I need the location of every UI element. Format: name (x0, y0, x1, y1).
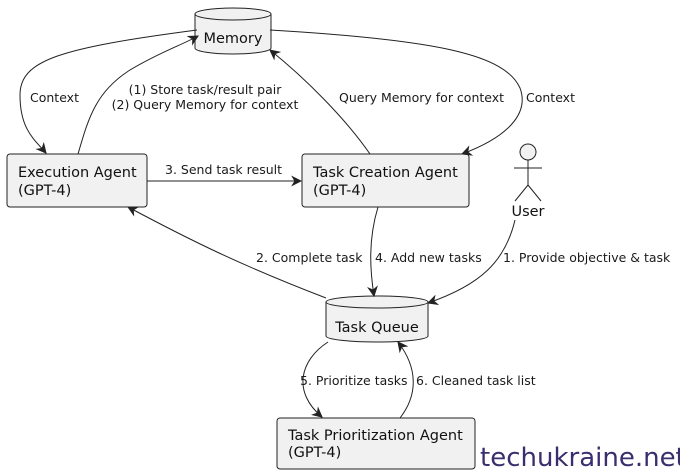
edge-execution-to-memory (77, 35, 199, 155)
edge-label-provide-objective: 1. Provide objective & task (503, 250, 671, 265)
edge-creation-to-memory (269, 49, 371, 155)
user-label: User (511, 204, 544, 220)
edge-prioritization-to-queue (397, 341, 414, 419)
task-creation-agent-node[interactable]: Task Creation Agent (GPT-4) (301, 153, 470, 208)
edge-label-send-task-result: 3. Send task result (165, 162, 282, 177)
user-actor[interactable]: User (511, 143, 545, 220)
task-prioritization-agent-title: Task Prioritization Agent (287, 428, 463, 444)
task-creation-agent-title: Task Creation Agent (312, 165, 458, 181)
edge-creation-to-queue (367, 206, 379, 298)
stick-figure-icon (514, 143, 542, 202)
edge-user-to-queue (426, 219, 516, 305)
edge-memory-to-execution (19, 29, 198, 154)
edge-label-complete-task: 2. Complete task (256, 250, 363, 265)
watermark-text: techukraine.net (480, 443, 680, 473)
task-queue-node[interactable]: Task Queue (325, 295, 429, 343)
execution-agent-model: (GPT-4) (18, 183, 71, 199)
task-queue-label: Task Queue (334, 320, 419, 336)
edge-label-store-task: (1) Store task/result pair (129, 82, 283, 97)
execution-agent-node[interactable]: Execution Agent (GPT-4) (6, 153, 148, 208)
execution-agent-title: Execution Agent (18, 165, 137, 181)
edge-label-context-left: Context (30, 90, 79, 105)
memory-label: Memory (204, 31, 263, 47)
edge-label-prioritize-tasks: 5. Prioritize tasks (300, 373, 408, 388)
edge-label-add-new-tasks: 4. Add new tasks (375, 250, 482, 265)
edge-queue-to-prioritization (302, 341, 329, 418)
edge-label-cleaned-task-list: 6. Cleaned task list (416, 373, 536, 388)
task-prioritization-agent-model: (GPT-4) (288, 445, 341, 461)
task-creation-agent-model: (GPT-4) (313, 183, 366, 199)
edge-queue-to-execution (127, 206, 327, 299)
edge-memory-to-creation (269, 29, 523, 156)
edge-label-context-right: Context (526, 90, 575, 105)
memory-node[interactable]: Memory (194, 7, 272, 55)
edge-label-query-memory-right: Query Memory for context (339, 90, 504, 105)
edge-label-query-memory-left: (2) Query Memory for context (112, 97, 299, 112)
task-prioritization-agent-node[interactable]: Task Prioritization Agent (GPT-4) (276, 417, 476, 470)
